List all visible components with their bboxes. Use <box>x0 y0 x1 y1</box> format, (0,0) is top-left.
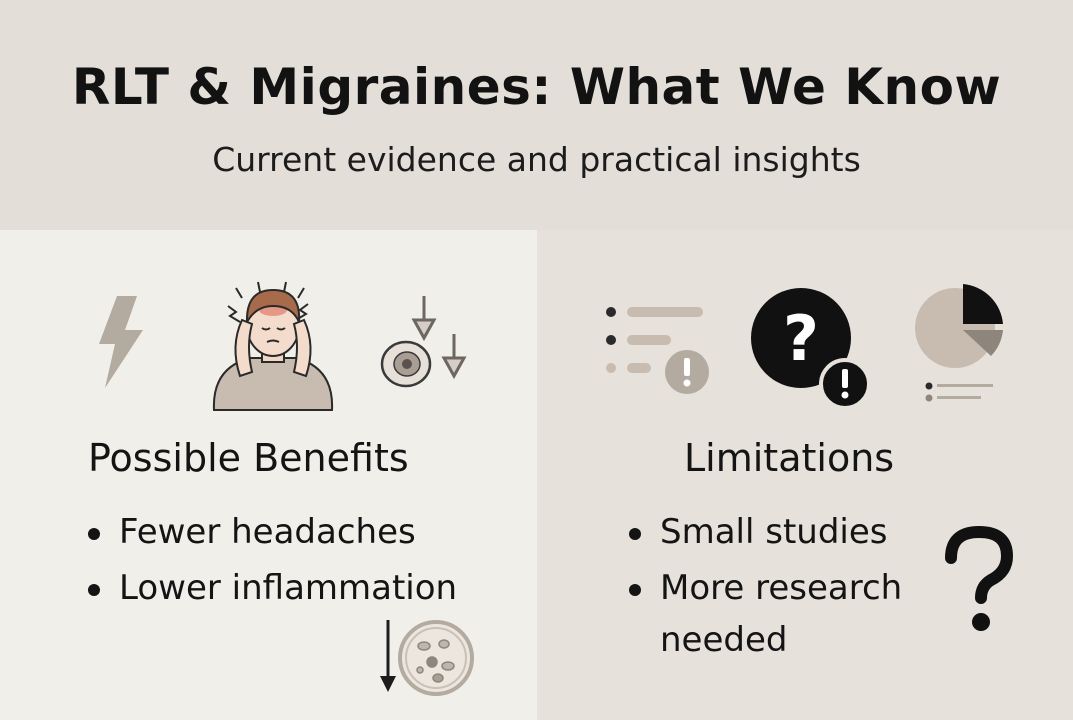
list-warning-icon <box>606 307 709 394</box>
headache-person-icon <box>212 281 334 411</box>
bullet-dot <box>88 584 100 596</box>
page-subtitle: Current evidence and practical insights <box>212 140 861 179</box>
benefit-item: Lower inflammation <box>119 568 458 608</box>
limitation-item: Small studies <box>660 512 888 552</box>
pie-chart-icon <box>915 284 1003 402</box>
limitation-item: More research <box>660 568 903 608</box>
limitation-item-continued: needed <box>660 620 788 660</box>
limitations-heading: Limitations <box>684 436 895 480</box>
limitations-panel: ? Limitations Small studies More researc… <box>537 230 1073 720</box>
inflammation-cell-icon <box>380 620 474 696</box>
reduced-cell-icon <box>380 296 467 388</box>
bullet-dot <box>629 528 641 540</box>
page-title: RLT & Migraines: What We Know <box>71 58 1002 116</box>
question-alert-icon: ? <box>751 288 871 410</box>
bullet-dot <box>88 528 100 540</box>
bullet-dot <box>629 584 641 596</box>
benefits-heading: Possible Benefits <box>88 436 409 480</box>
benefits-panel: Possible Benefits Fewer headaches Lower … <box>0 230 537 720</box>
header-banner: RLT & Migraines: What We Know Current ev… <box>0 0 1073 230</box>
svg-text:?: ? <box>783 302 819 375</box>
lightning-icon <box>99 296 143 388</box>
benefit-item: Fewer headaches <box>119 512 416 552</box>
question-mark-icon <box>945 525 1014 631</box>
